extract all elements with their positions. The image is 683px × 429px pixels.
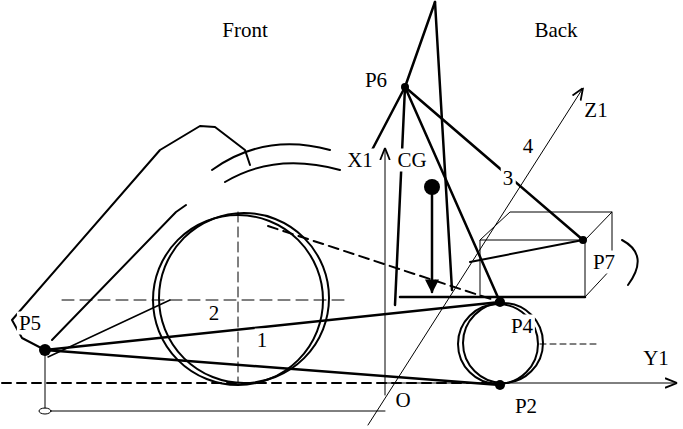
front-body [12,126,250,350]
joint-dot [495,380,505,390]
wheel-centerline [238,212,239,383]
wheel-centerline [62,300,345,301]
fender-arc [225,163,340,182]
fender-arc [212,144,330,170]
cg-dot [424,179,440,195]
joint-dot [401,83,409,91]
joint-dot [495,297,505,307]
point-label: CG [395,149,428,172]
point-label: P7 [591,251,617,274]
axis-label: X1 [345,149,375,172]
seat [400,296,585,299]
frame-bar [435,2,452,290]
axis-label: Z1 [582,99,609,122]
callout-number: 1 [255,329,270,352]
x1-axis [385,148,386,395]
axis-label: Y1 [641,347,671,370]
direction-label: Front [220,19,270,42]
point-label: P4 [509,315,535,338]
point-label: P2 [513,395,539,418]
belt-1 [45,350,500,385]
support-line [45,350,46,408]
frame-post [395,87,405,305]
support-foot [39,408,51,414]
point-label: P5 [17,312,43,335]
callout-number: 2 [207,302,222,325]
back-wheel [458,304,538,384]
point-label: P6 [363,69,389,92]
strut-3 [405,87,500,302]
belt-dashed [268,226,500,302]
weight-arrow [431,190,434,292]
dimension-line [51,411,385,412]
front-body-inner [52,205,186,340]
z1-axis [368,88,583,425]
back-wheel-tire [463,303,543,383]
wheel-centerline [540,344,600,345]
y1-axis [385,383,677,384]
frame-bar [372,87,405,150]
callout-number: 4 [521,135,536,158]
rear-arc [622,240,638,285]
axis-label: O [393,389,412,412]
box-strut [470,240,583,262]
joint-dot [39,344,51,356]
direction-label: Back [532,19,579,42]
joint-dot [579,236,587,244]
callout-number: 3 [501,167,516,190]
frame-bar [405,2,435,87]
